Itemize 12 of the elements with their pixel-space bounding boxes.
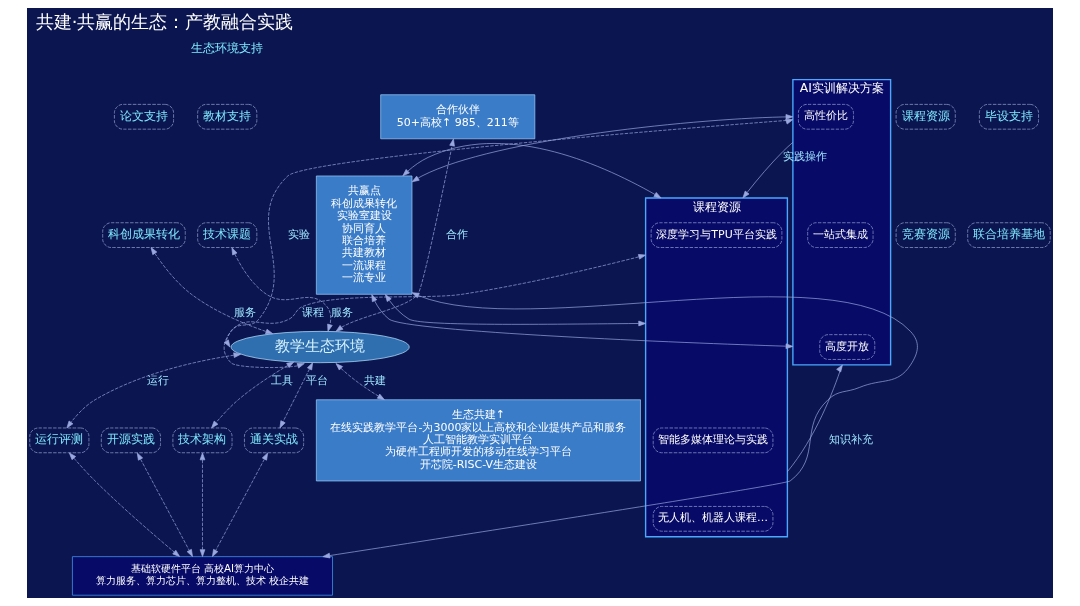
diagram-title: 共建·共赢的生态：产教融合实践 [35,10,294,32]
edge-label: 平台 [305,373,328,387]
label: 生态环境支持 [191,40,264,55]
edge-label: 知识补充 [828,432,873,446]
edge-label: 工具 [270,373,293,387]
edge-label: 实验 [287,227,310,241]
edge-label: 服务 [234,305,257,319]
edge-label: 共建 [363,373,386,387]
edge-label: 运行 [146,373,169,387]
edge-label: 服务 [331,305,354,319]
edge-label: 合作 [446,227,469,241]
edge-label: 课程 [302,305,325,319]
